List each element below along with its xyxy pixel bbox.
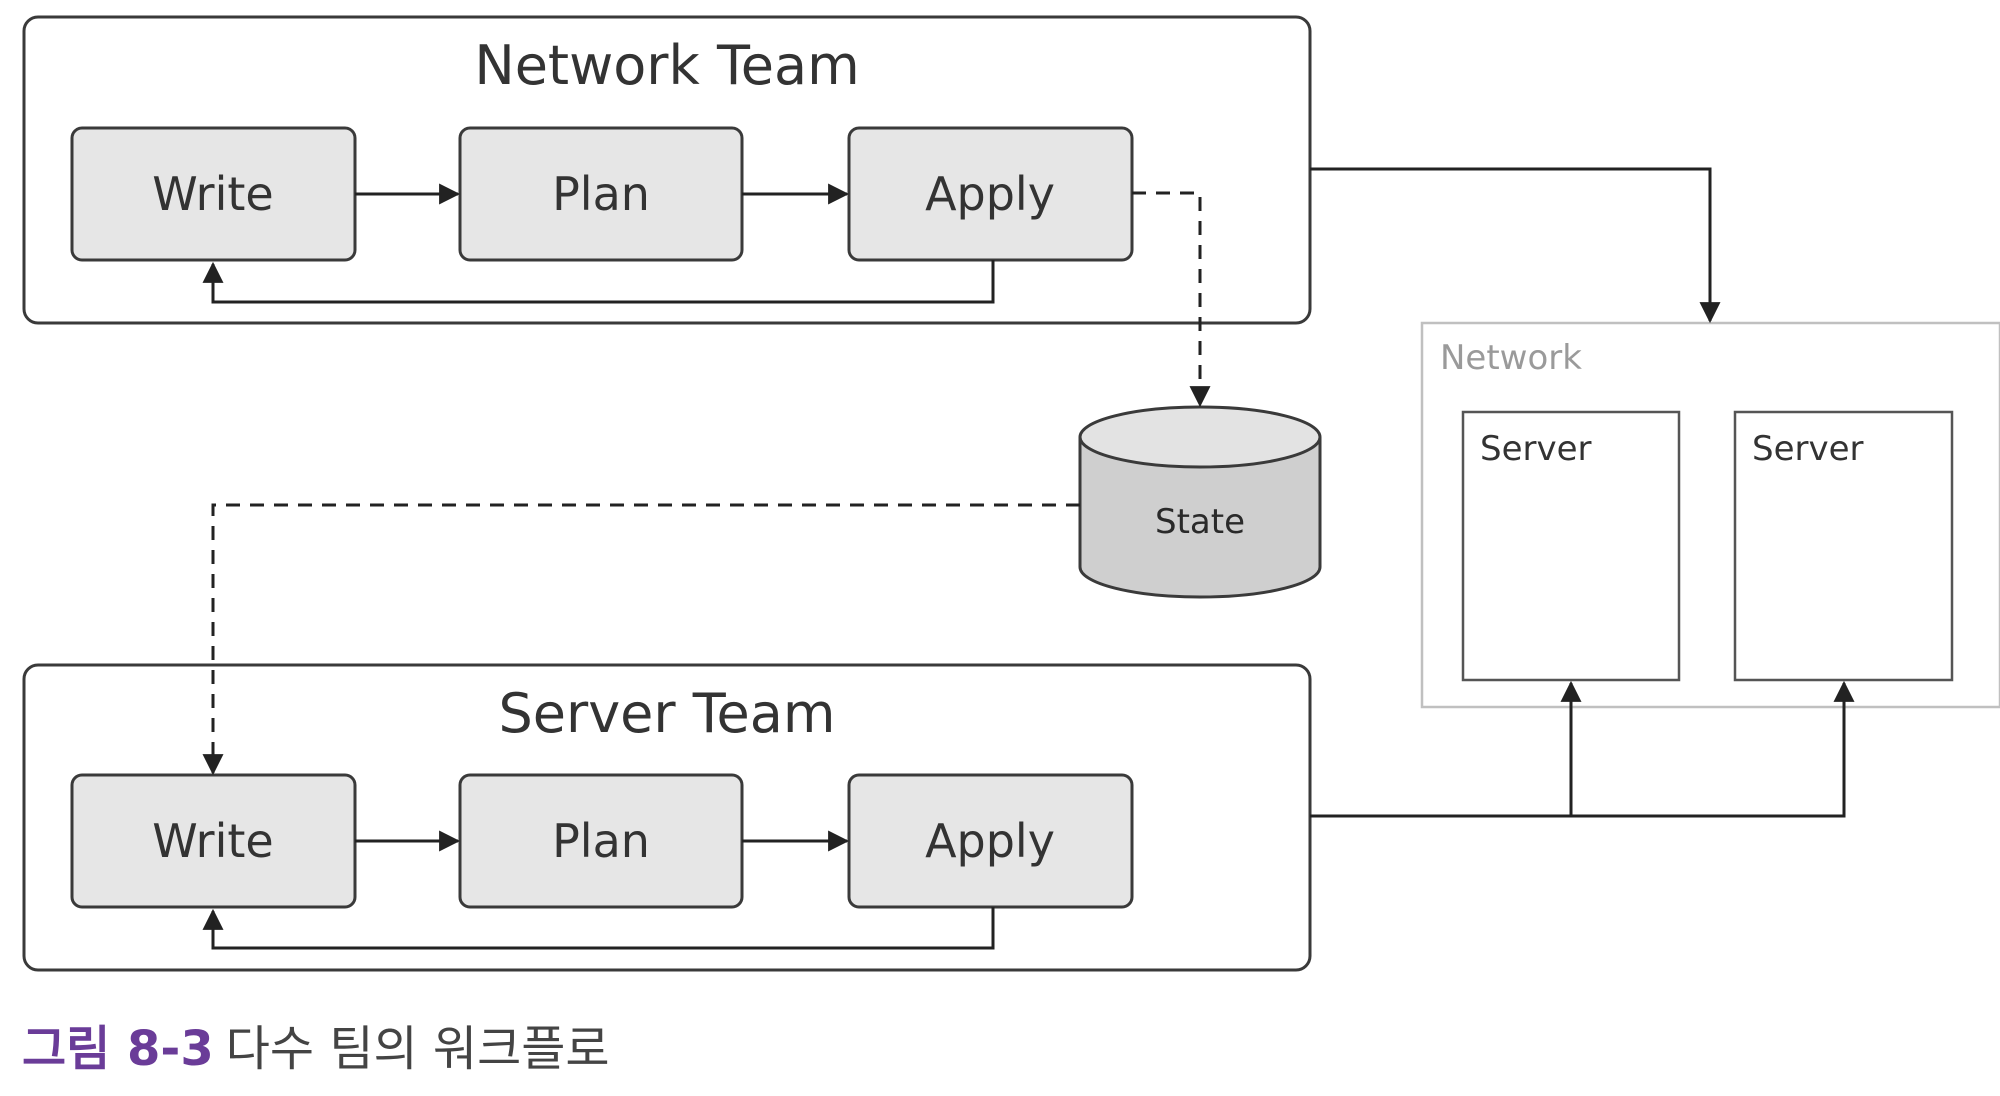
server-team-to-servers-line [1310,680,1855,818]
network-apply-label: Apply [925,167,1055,221]
server-box-1-label: Server [1480,429,1592,469]
network-team-title: Network Team [474,34,859,97]
server-apply-label: Apply [925,814,1055,868]
network-infra-group: Network Server Server [1420,321,2000,709]
state-cylinder-top [1078,405,1322,469]
state-label: State [1155,502,1245,542]
network-team-group: Network Team Write Plan Apply [22,15,1312,325]
network-infra-label: Network [1440,338,1582,378]
state-cylinder-body [1078,437,1322,599]
network-write-label: Write [152,167,273,221]
figure-number: 그림 8-3 [22,1021,214,1077]
network-apply-to-write-loop-arrow [202,260,995,304]
server-team-group: Server Team Write Plan Apply [22,663,1312,972]
server-box-1 [1461,410,1681,682]
state-database-group: State [1078,405,1322,599]
network-plan-label: Plan [552,167,650,221]
server-plan-label: Plan [552,814,650,868]
state-to-server-write-dashed-arrow [202,503,1080,776]
server-box-2-label: Server [1752,429,1864,469]
network-team-to-network-arrow [1310,167,1721,324]
figure-caption-text: 다수 팀의 워크플로 [225,1021,610,1077]
server-team-title: Server Team [499,682,836,745]
server-apply-to-write-loop-arrow [202,907,995,950]
server-box-2 [1733,410,1954,682]
server-write-label: Write [152,814,273,868]
